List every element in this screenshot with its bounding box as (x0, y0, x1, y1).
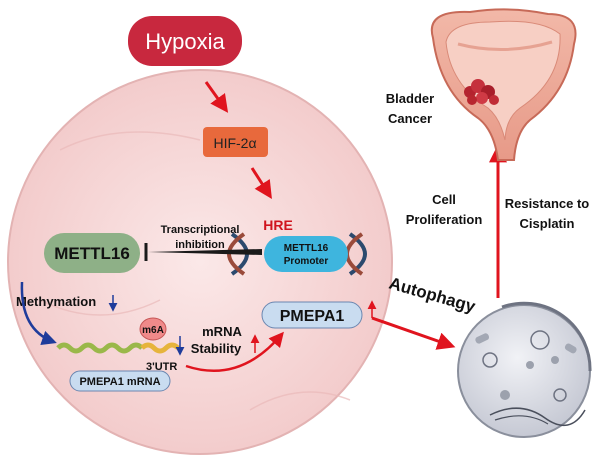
inhibition-bar (144, 243, 262, 261)
bladder-cancer-line1: Bladder (386, 91, 434, 106)
arrow-hypoxia-hif (204, 81, 229, 113)
cell-proliferation-line1: Cell (432, 192, 456, 207)
hypoxia-label: Hypoxia (145, 29, 225, 54)
tumor-cluster (464, 79, 499, 105)
methymation-label: Methymation (16, 294, 96, 309)
pmepa1-mrna-node: PMEPA1 mRNA (69, 370, 171, 392)
pmepa1-mrna-label: PMEPA1 mRNA (79, 376, 160, 388)
mettl16-label: METTL16 (54, 244, 130, 263)
hif2a-label: HIF-2α (213, 135, 256, 151)
promoter-label-line2: Promoter (284, 256, 329, 267)
bladder-illustration (430, 8, 577, 161)
mrna-stability-line1: mRNA (202, 324, 242, 339)
pmepa1-label: PMEPA1 (280, 308, 345, 325)
resistance-line1: Resistance to (505, 196, 590, 211)
m6a-label: m6A (142, 325, 164, 336)
cell-body (7, 69, 393, 455)
arrow-mettl16-mrna (20, 281, 57, 346)
m6a-node: m6A (139, 317, 167, 341)
pmepa1-node: PMEPA1 (261, 301, 363, 329)
hypoxia-node: Hypoxia (128, 16, 242, 66)
bladder-cancer-line2: Cancer (388, 111, 432, 126)
cell-proliferation-line2: Proliferation (406, 212, 483, 227)
autophagy-vesicle (457, 301, 592, 438)
hif2a-node: HIF-2α (203, 127, 268, 157)
utr-label: 3'UTR (146, 361, 177, 373)
resistance-line2: Cisplatin (520, 216, 575, 231)
arrow-mrna-pmepa1 (185, 331, 284, 373)
transcriptional-label-line1: Transcriptional (161, 224, 240, 236)
arrow-pmepa1-autophagy (371, 316, 456, 350)
mrna-strand (56, 342, 180, 354)
mettl16-node: METTL16 (44, 233, 140, 273)
transcriptional-label-line2: inhibition (175, 239, 225, 251)
promoter-label-line1: METTL16 (284, 243, 329, 254)
autophagy-label: Autophagy (387, 274, 478, 317)
arrow-hif-hre (250, 167, 272, 200)
mettl16-promoter-node: METTL16 Promoter (264, 236, 348, 272)
mrna-stability-line2: Stability (191, 341, 242, 356)
hre-label: HRE (263, 217, 293, 233)
